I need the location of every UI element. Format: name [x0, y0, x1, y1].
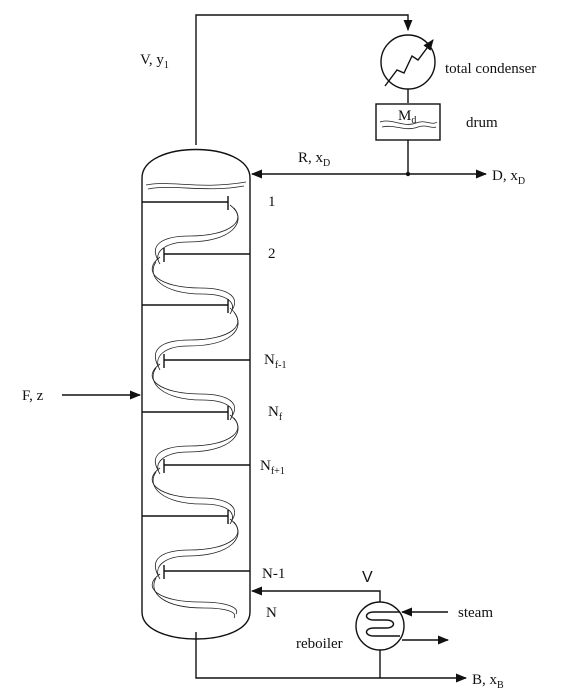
stage-label: 2: [268, 246, 276, 262]
stage-label: Nf: [268, 404, 283, 423]
reboiler-vapor-line: [250, 586, 381, 602]
steam-label: steam: [458, 605, 493, 621]
trays: [142, 196, 250, 579]
reflux-label: R, xD: [298, 150, 330, 169]
overhead-vapor-line: [195, 14, 413, 145]
drum-label: drum: [466, 115, 498, 131]
stage-label: Nf+1: [260, 458, 285, 477]
drum-holdup-label: Md: [398, 108, 416, 126]
stage-label: N: [266, 605, 277, 621]
bottoms-line: [195, 632, 468, 683]
column-shell: [141, 148, 251, 640]
stage-label: Nf-1: [264, 352, 287, 371]
feed-label: F, z: [22, 388, 44, 404]
reboiler: [250, 586, 450, 678]
condenser: [380, 34, 436, 90]
reboiler-label: reboiler: [296, 636, 343, 652]
stage-label: N-1: [262, 566, 285, 582]
liquid-flow: [145, 181, 247, 619]
distillate-label: D, xD: [492, 168, 525, 187]
condenser-label: total condenser: [445, 61, 536, 77]
stage-label: 1: [268, 194, 276, 210]
bottoms-label: B, xB: [472, 672, 504, 691]
reboiler-vapor-label: V: [362, 569, 373, 586]
vapor-label: V, y1: [140, 52, 169, 71]
